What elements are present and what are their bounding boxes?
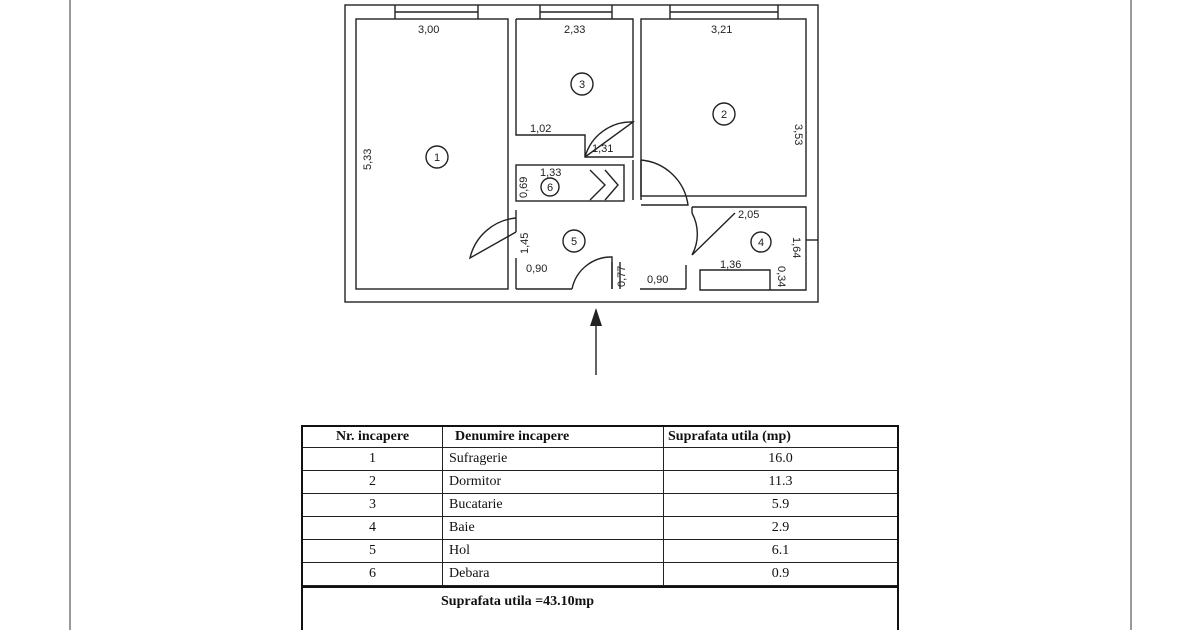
cell-room-number: 5	[303, 539, 443, 563]
room-number-5: 5	[571, 236, 577, 248]
door-swing-living	[468, 217, 517, 260]
table-row: 5 Hol 6.1	[303, 539, 897, 563]
dim-hall-right: 0,90	[647, 274, 668, 286]
dim-bath-width: 2,05	[738, 209, 759, 221]
dim-bath-height: 1,64	[790, 237, 802, 258]
dim-room3-width: 2,33	[564, 24, 585, 36]
table-row: 2 Dormitor 11.3	[303, 470, 897, 494]
page-border-left	[69, 0, 71, 630]
outer-wall-outline	[344, 4, 819, 303]
dim-room6-width: 1,33	[540, 167, 561, 179]
header-room-name: Denumire incapere	[442, 427, 664, 448]
cell-room-number: 2	[303, 470, 443, 494]
entrance-arrow-head	[590, 308, 602, 326]
cell-room-area: 6.1	[663, 539, 897, 563]
table-header-row: Nr. incapere Denumire incapere Suprafata…	[303, 427, 897, 448]
room-number-4: 4	[758, 237, 764, 249]
door-swing-bath	[691, 212, 736, 256]
dim-room6-height: 0,69	[518, 177, 530, 198]
door-swing-kitchen	[584, 121, 636, 158]
room-number-6: 6	[547, 182, 553, 194]
cell-room-area: 0.9	[663, 562, 897, 586]
total-area: Suprafata utila =43.10mp	[303, 586, 897, 618]
room-number-2: 2	[721, 109, 727, 121]
cell-room-number: 4	[303, 516, 443, 540]
room-4-outline	[692, 206, 807, 291]
rooms-table: Nr. incapere Denumire incapere Suprafata…	[303, 427, 897, 586]
cell-room-area: 2.9	[663, 516, 897, 540]
cell-room-number: 3	[303, 493, 443, 517]
door-swing-debara	[589, 169, 619, 201]
door-swing-bedroom	[640, 159, 689, 206]
dim-bath-small: 0,34	[775, 266, 787, 287]
room-number-1: 1	[434, 152, 440, 164]
room-3-outline	[515, 18, 634, 158]
cell-room-area: 11.3	[663, 470, 897, 494]
dim-room3-niche: 1,02	[530, 123, 551, 135]
page-border-right	[1130, 0, 1132, 630]
cell-room-name: Hol	[442, 539, 664, 563]
door-swing-entrance	[571, 256, 613, 290]
dim-hall-left: 0,90	[526, 263, 547, 275]
room-area-table: Nr. incapere Denumire incapere Suprafata…	[301, 425, 899, 630]
dim-room2-width: 3,21	[711, 24, 732, 36]
dim-hall-door: 0,77	[616, 266, 628, 287]
cell-room-name: Debara	[442, 562, 664, 586]
table-row: 3 Bucatarie 5.9	[303, 493, 897, 517]
room-6-outline	[515, 164, 625, 202]
cell-room-area: 5.9	[663, 493, 897, 517]
table-row: 6 Debara 0.9	[303, 562, 897, 586]
room-2-outline	[640, 18, 807, 197]
dim-hall-height: 1,45	[519, 233, 531, 254]
cell-room-name: Sufragerie	[442, 447, 664, 471]
room-1-outline	[355, 18, 509, 290]
cell-room-name: Dormitor	[442, 470, 664, 494]
cell-room-name: Baie	[442, 516, 664, 540]
header-room-number: Nr. incapere	[303, 427, 443, 448]
room-number-3: 3	[579, 79, 585, 91]
cell-room-number: 6	[303, 562, 443, 586]
cell-room-number: 1	[303, 447, 443, 471]
dim-room1-width: 3,00	[418, 24, 439, 36]
dim-room3-door: 1,31	[592, 143, 613, 155]
dim-room1-height: 5,33	[362, 149, 374, 170]
dim-room2-height: 3,53	[792, 124, 804, 145]
header-room-area: Suprafata utila (mp)	[663, 427, 897, 448]
table-row: 4 Baie 2.9	[303, 516, 897, 540]
table-row: 1 Sufragerie 16.0	[303, 447, 897, 471]
cell-room-name: Bucatarie	[442, 493, 664, 517]
cell-room-area: 16.0	[663, 447, 897, 471]
dim-bath-inner: 1,36	[720, 259, 741, 271]
